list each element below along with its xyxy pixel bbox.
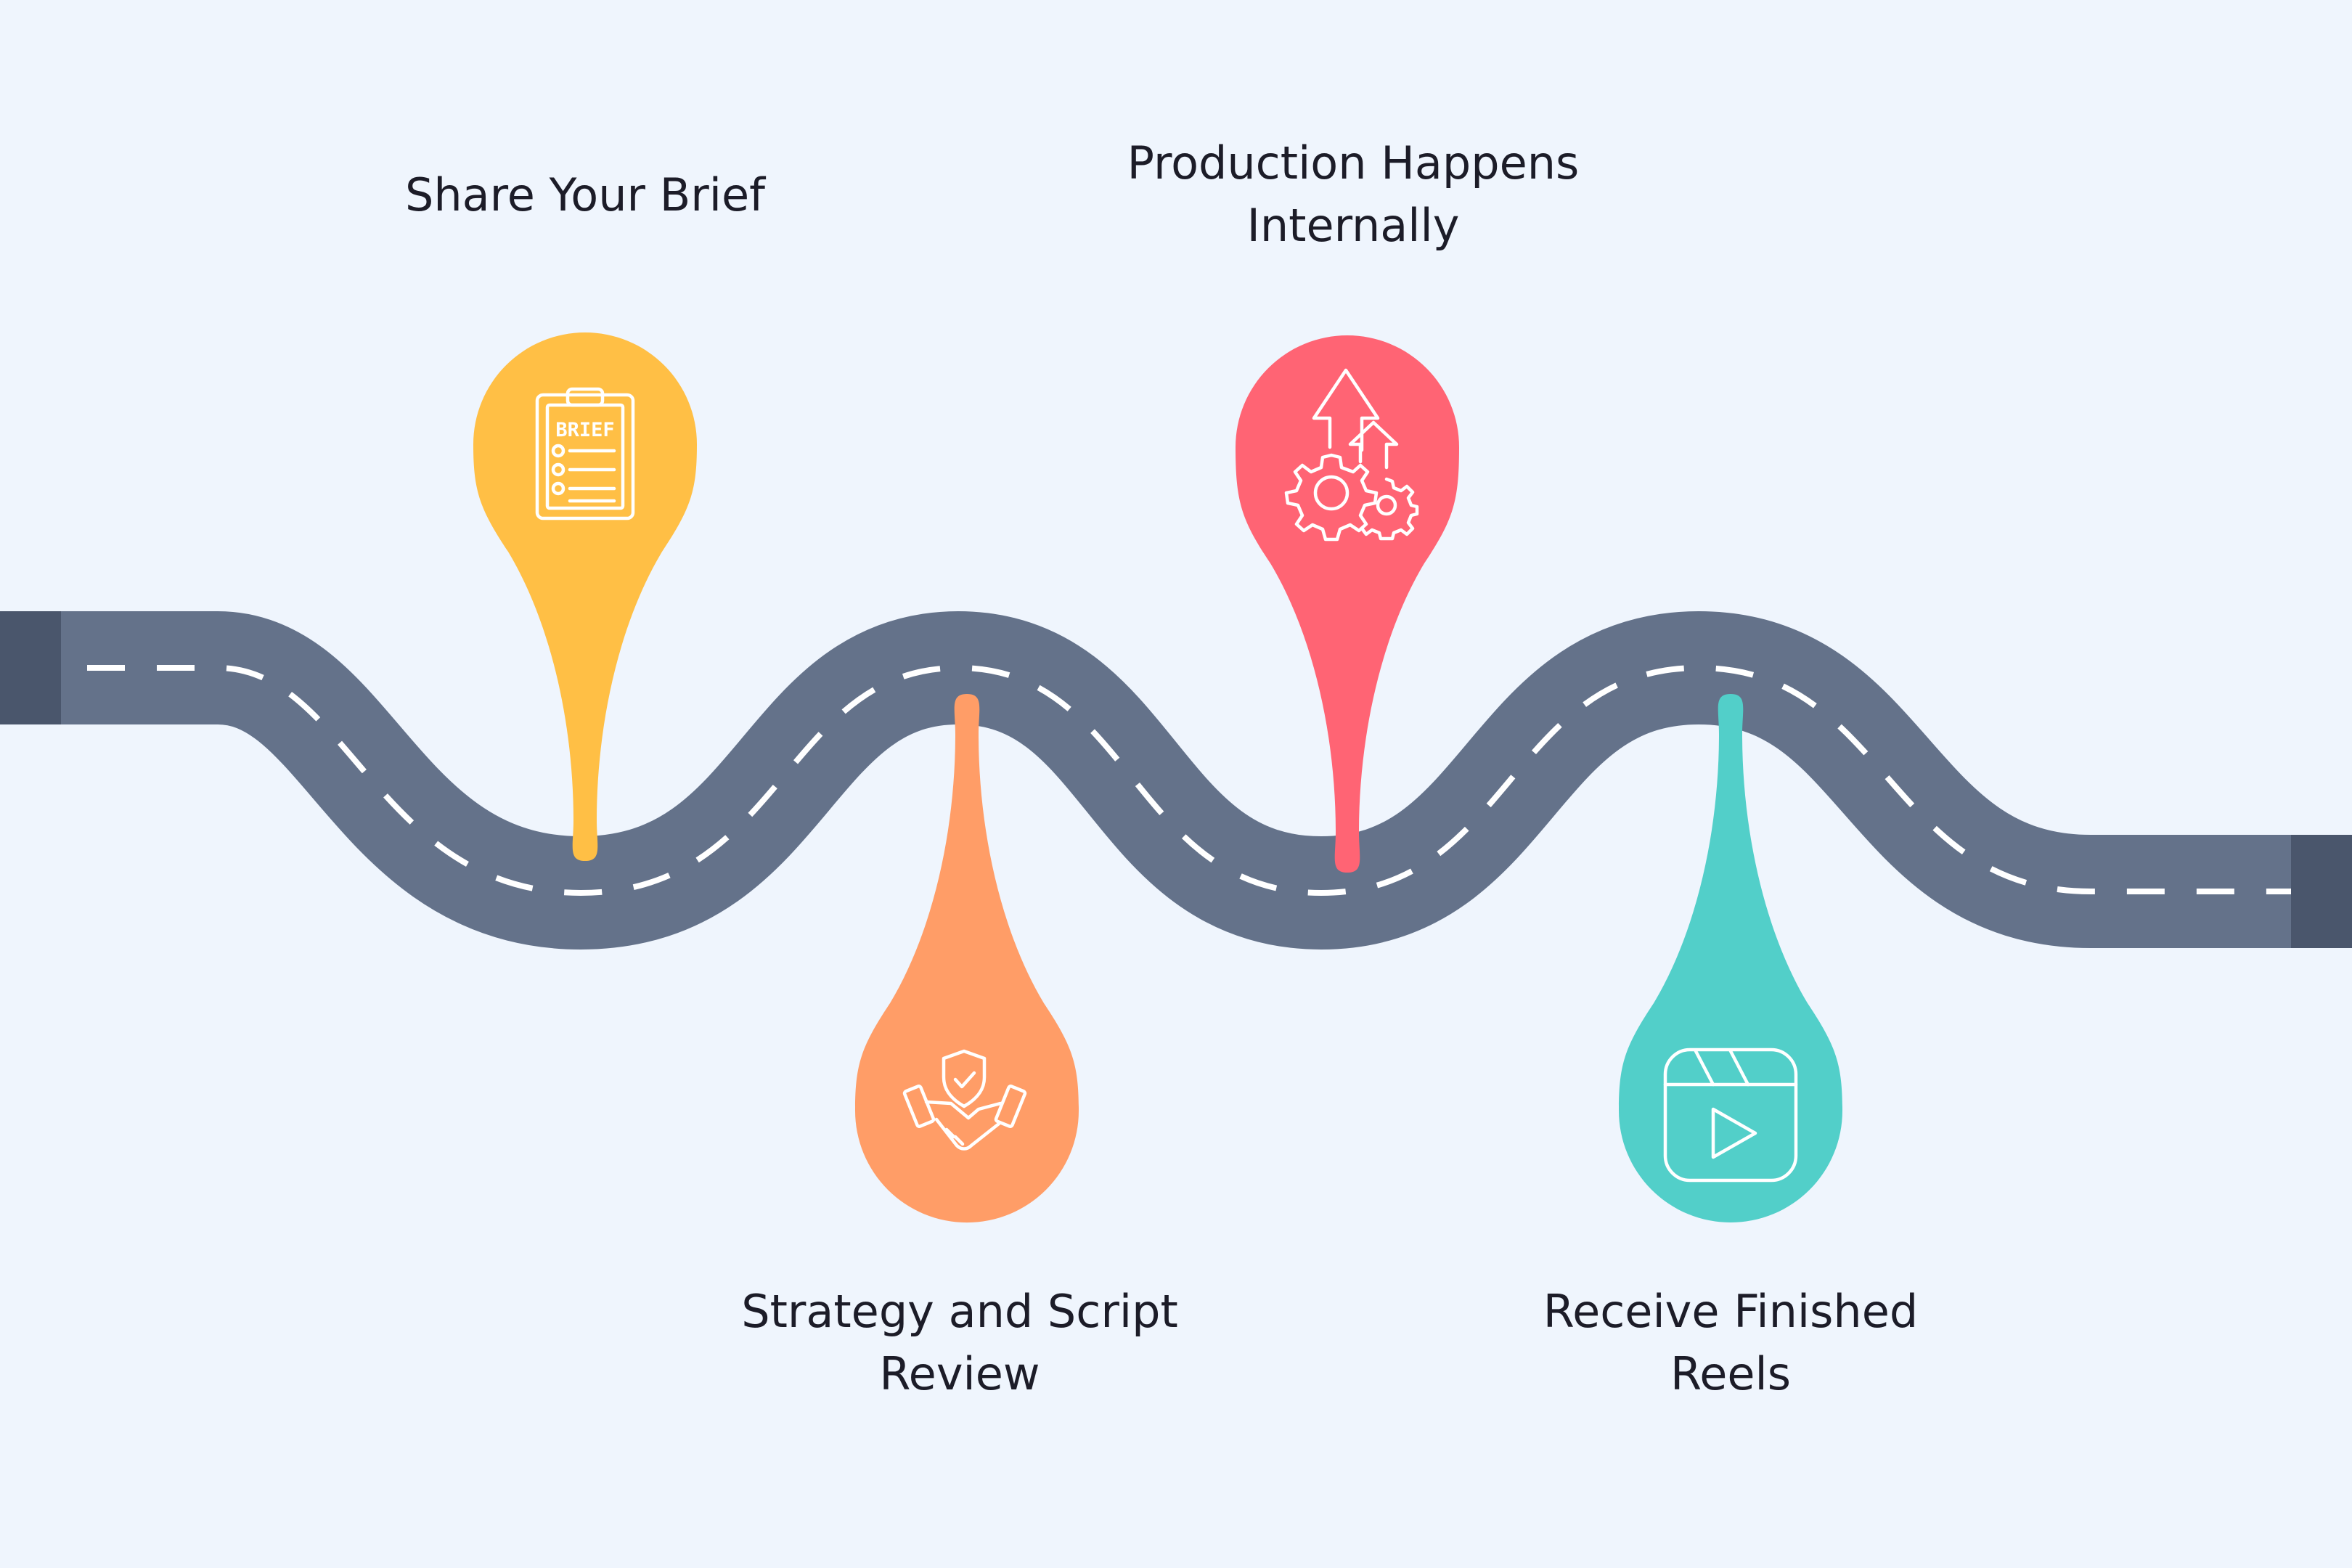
road-surface	[0, 611, 2352, 950]
brief-icon-text: BRIEF	[555, 419, 614, 441]
pin-receive-reels	[1619, 694, 1842, 1222]
road-start-cap	[0, 611, 61, 724]
pin-shape	[473, 332, 697, 861]
step-label-production: Production Happens Internally	[1127, 136, 1580, 252]
pin-share-brief: BRIEF	[473, 332, 697, 861]
handshake-shield-icon	[902, 1049, 1027, 1151]
road-center-dashes	[87, 664, 2294, 897]
brief-clipboard-icon: BRIEF	[535, 387, 635, 520]
pin-production	[1236, 335, 1459, 873]
road	[0, 611, 2352, 950]
step-label-share-brief: Share Your Brief	[405, 168, 765, 221]
gears-arrows-icon	[1284, 368, 1419, 542]
pin-shape	[1236, 335, 1459, 873]
step-label-strategy-review: Strategy and Script Review	[741, 1285, 1178, 1400]
road-end-cap	[2291, 835, 2352, 948]
pin-strategy-review	[855, 694, 1079, 1223]
pin-shape	[1619, 694, 1842, 1222]
pin-shape	[855, 694, 1079, 1223]
video-reel-icon	[1663, 1048, 1798, 1183]
step-label-receive-reels: Receive Finished Reels	[1543, 1285, 1919, 1400]
